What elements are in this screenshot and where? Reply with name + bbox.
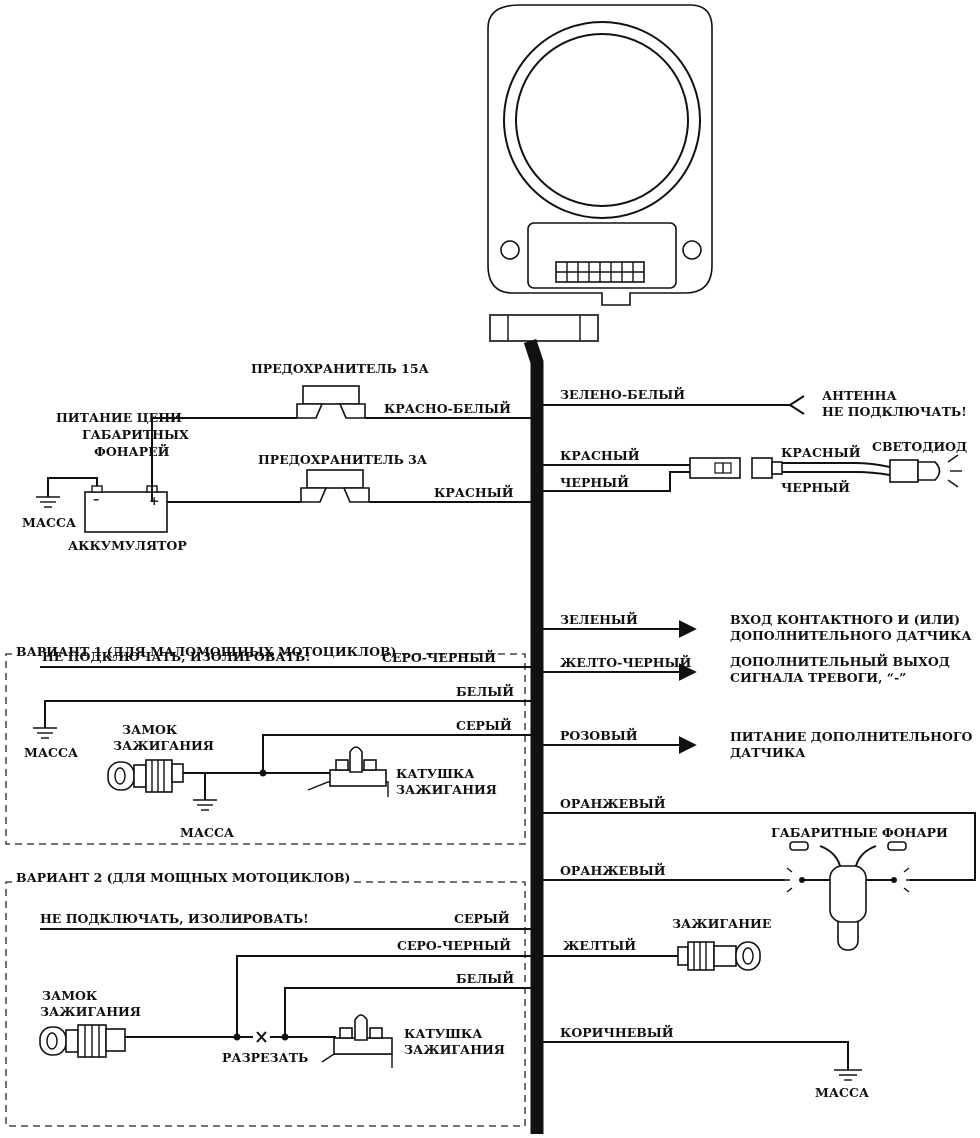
led-icon — [889, 454, 962, 488]
v1-coil-label-2: ЗАЖИГАНИЯ — [396, 782, 497, 797]
variant1-title: ВАРИАНТ 1 (ДЛЯ МАЛОМОЩНЫХ МОТОЦИКЛОВ) — [16, 644, 396, 659]
alarm-out-label-2: СИГНАЛА ТРЕВОГИ, “-” — [730, 670, 906, 685]
variant2-wires — [40, 928, 537, 1043]
battery-label: АККУМУЛЯТОР — [68, 538, 187, 553]
wire-label-red-led: КРАСНЫЙ — [560, 447, 640, 463]
wire-label-red: КРАСНЫЙ — [434, 484, 514, 500]
v1-ground2-label: МАССА — [180, 825, 235, 840]
harness-trunk — [523, 338, 544, 1134]
right-ground-label: МАССА — [815, 1085, 870, 1100]
harness-plug — [489, 314, 599, 342]
wire-label-orange-1: ОРАНЖЕВЫЙ — [560, 795, 666, 811]
v1-ignition-coil-icon — [307, 746, 389, 797]
led-label: СВЕТОДИОД — [872, 439, 967, 454]
led-connector — [689, 457, 783, 479]
wire-label-red-white: КРАСНО-БЕЛЫЙ — [384, 400, 511, 416]
parking-lights-label: ГАБАРИТНЫЕ ФОНАРИ — [771, 825, 948, 840]
contact-sensor-label-2: ДОПОЛНИТЕЛЬНОГО ДАТЧИКА — [730, 628, 972, 643]
battery-minus: – — [93, 491, 99, 506]
v2-coil-label-2: ЗАЖИГАНИЯ — [404, 1042, 505, 1057]
variant2-title: ВАРИАНТ 2 (ДЛЯ МОЩНЫХ МОТОЦИКЛОВ) — [16, 870, 350, 885]
v1-ground-label: МАССА — [24, 745, 79, 760]
v1-no-connect-label: НЕ ПОДКЛЮЧАТЬ, ИЗОЛИРОВАТЬ! — [42, 649, 311, 664]
alarm-unit — [487, 4, 713, 342]
antenna-label-1: АНТЕННА — [822, 388, 897, 403]
variant1-frame — [5, 653, 526, 845]
parking-power-label-1: ПИТАНИЕ ЦЕПИ — [56, 410, 182, 425]
v2-ignition-lock-label-1: ЗАМОК — [42, 988, 98, 1003]
v2-wire-label-white: БЕЛЫЙ — [456, 970, 514, 986]
v2-ignition-coil-icon — [321, 1014, 393, 1068]
v1-coil-label-1: КАТУШКА — [396, 766, 475, 781]
fuse-3a — [300, 469, 370, 503]
v2-coil-label-1: КАТУШКА — [404, 1026, 483, 1041]
right-wires — [537, 395, 976, 1081]
ignition-switch-right — [677, 941, 761, 971]
sensor-power-label-1: ПИТАНИЕ ДОПОЛНИТЕЛЬНОГО — [730, 729, 972, 744]
wire-label-yellow: ЖЕЛТЫЙ — [563, 937, 636, 953]
v1-ignition-lock-label-1: ЗАМОК — [122, 722, 178, 737]
v2-cut-label: РАЗРЕЗАТЬ — [222, 1050, 308, 1065]
v1-wire-label-white: БЕЛЫЙ — [456, 683, 514, 699]
antenna-label-2: НЕ ПОДКЛЮЧАТЬ! — [822, 404, 967, 419]
v1-ignition-lock-label-2: ЗАЖИГАНИЯ — [113, 738, 214, 753]
led-black-label: ЧЕРНЫЙ — [781, 479, 850, 495]
fuse-3a-label: ПРЕДОХРАНИТЕЛЬ 3А — [258, 452, 428, 467]
led-wires — [782, 462, 891, 476]
v1-wire-label-grey: СЕРЫЙ — [456, 717, 512, 733]
wire-label-yellow-black: ЖЕЛТО-ЧЕРНЫЙ — [560, 654, 692, 670]
variant2-frame — [5, 881, 526, 1127]
battery — [36, 477, 168, 533]
v2-no-connect-label: НЕ ПОДКЛЮЧАТЬ, ИЗОЛИРОВАТЬ! — [40, 911, 309, 926]
wire-label-black-led: ЧЕРНЫЙ — [560, 474, 629, 490]
contact-sensor-label-1: ВХОД КОНТАКТНОГО И (ИЛИ) — [730, 612, 960, 627]
variant1-wires — [33, 666, 537, 811]
siren-inner-ring — [515, 33, 689, 207]
v2-ignition-lock-label-2: ЗАЖИГАНИЯ — [40, 1004, 141, 1019]
battery-plus: + — [149, 493, 159, 508]
v2-wire-label-grey-black: СЕРО-ЧЕРНЫЙ — [397, 937, 511, 953]
v1-ignition-lock-icon — [107, 759, 184, 793]
parking-power-label-3: ФОНАРЕЙ — [94, 443, 170, 459]
v2-ignition-lock-icon — [39, 1024, 126, 1058]
unit-connector-pins — [555, 261, 645, 283]
wire-label-green: ЗЕЛЕНЫЙ — [560, 611, 638, 627]
alarm-out-label-1: ДОПОЛНИТЕЛЬНЫЙ ВЫХОД — [730, 653, 950, 669]
wire-label-pink: РОЗОВЫЙ — [560, 727, 638, 743]
parking-power-label-2: ГАБАРИТНЫХ — [82, 427, 189, 442]
ignition-label: ЗАЖИГАНИЕ — [672, 916, 771, 931]
motorcycle-icon — [784, 841, 912, 951]
fuse-15a — [296, 385, 366, 419]
wire-label-brown: КОРИЧНЕВЫЙ — [560, 1024, 674, 1040]
battery-ground-label: МАССА — [22, 515, 77, 530]
v1-wire-label-grey-black: СЕРО-ЧЕРНЫЙ — [382, 649, 496, 665]
v2-wire-label-grey: СЕРЫЙ — [454, 910, 510, 926]
fuse-15a-label: ПРЕДОХРАНИТЕЛЬ 15А — [251, 361, 430, 376]
sensor-power-label-2: ДАТЧИКА — [730, 745, 806, 760]
wire-label-orange-2: ОРАНЖЕВЫЙ — [560, 862, 666, 878]
wire-label-green-white: ЗЕЛЕНО-БЕЛЫЙ — [560, 386, 685, 402]
led-red-label: КРАСНЫЙ — [781, 444, 861, 460]
